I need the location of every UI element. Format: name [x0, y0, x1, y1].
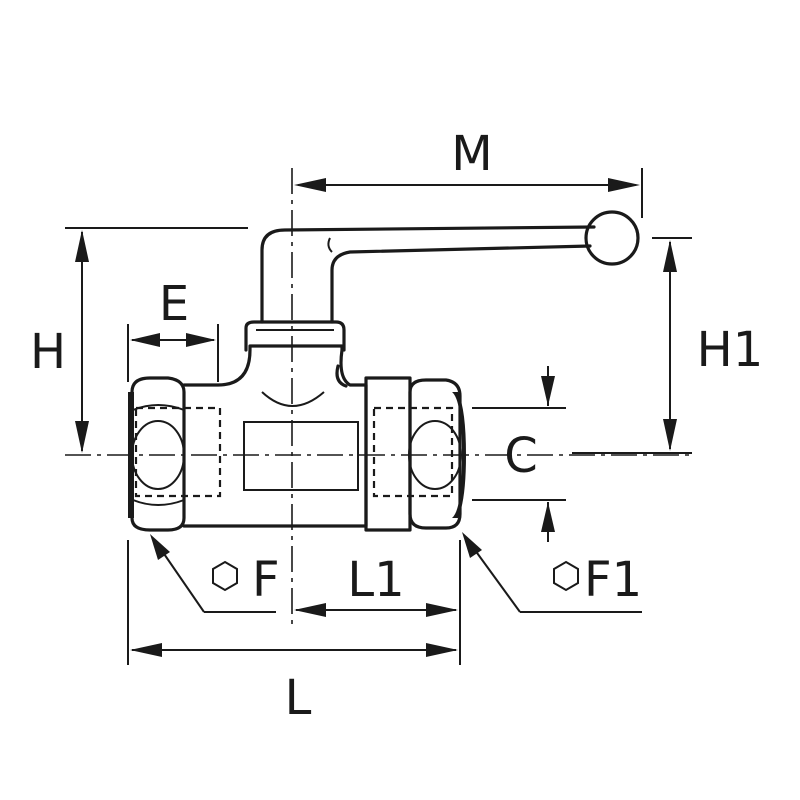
dimension-L: L [127, 540, 458, 726]
dimension-H1: H1 [572, 237, 764, 454]
f-leader-diagonal [159, 547, 205, 613]
dimension-C: C [472, 366, 566, 542]
dimension-F: F [150, 534, 280, 613]
left-hex-nut [130, 376, 186, 532]
dimension-F1: F1 [462, 532, 642, 613]
dimension-H: H [30, 227, 248, 453]
label-F: F [252, 552, 280, 608]
dimension-L1: L1 [294, 540, 461, 665]
m-arrow-right [608, 178, 640, 192]
label-H1: H1 [697, 322, 764, 378]
label-F1: F1 [584, 552, 642, 608]
left-port-bore [134, 406, 222, 498]
dimension-M: M [294, 126, 643, 218]
c-arrow-top [541, 376, 555, 406]
valve-handle [244, 210, 640, 352]
h-arrow-top [75, 230, 89, 262]
dimension-E: E [127, 276, 219, 382]
right-nut-edge [452, 392, 466, 518]
l1-arrow-right [426, 603, 458, 617]
h1-arrow-bottom [663, 419, 677, 451]
central-body [182, 344, 368, 528]
f1-arrow [462, 532, 482, 558]
left-nut-center-facet [131, 420, 185, 490]
f1-leader-diagonal [471, 545, 521, 613]
h1-arrow-top [663, 240, 677, 272]
label-H: H [30, 324, 66, 380]
h-arrow-bottom [75, 421, 89, 453]
lever-arm-lower [330, 244, 592, 324]
label-L: L [285, 670, 312, 726]
right-nut-center-facet [408, 420, 462, 490]
right-body-sleeve [364, 376, 412, 532]
lever-ball-grip [584, 210, 640, 266]
ball-seat-curve [261, 391, 325, 407]
hexagon-icon [212, 560, 238, 592]
right-hex-nut [408, 378, 462, 530]
lever-arm [260, 225, 596, 324]
right-port-bore [372, 406, 454, 498]
e-arrow-left [130, 333, 160, 347]
label-C: C [504, 428, 538, 484]
centerlines [65, 168, 692, 625]
e-arrow-right [186, 333, 216, 347]
stem-neck [335, 364, 348, 388]
label-E: E [159, 276, 189, 332]
valve-body [128, 344, 466, 532]
label-M: M [451, 126, 492, 182]
c-arrow-bottom [541, 502, 555, 532]
left-nut-facet-bottom [132, 499, 185, 506]
l-arrow-right [426, 643, 458, 657]
lever-bend-mark [327, 237, 333, 253]
f-arrow [150, 534, 170, 560]
m-arrow-left [294, 178, 326, 192]
ball-passage [243, 421, 359, 491]
label-L1: L1 [347, 552, 404, 608]
stem-cap [244, 320, 346, 352]
hexagon-icon [553, 560, 579, 592]
l1-arrow-left [294, 603, 326, 617]
l-arrow-left [130, 643, 162, 657]
